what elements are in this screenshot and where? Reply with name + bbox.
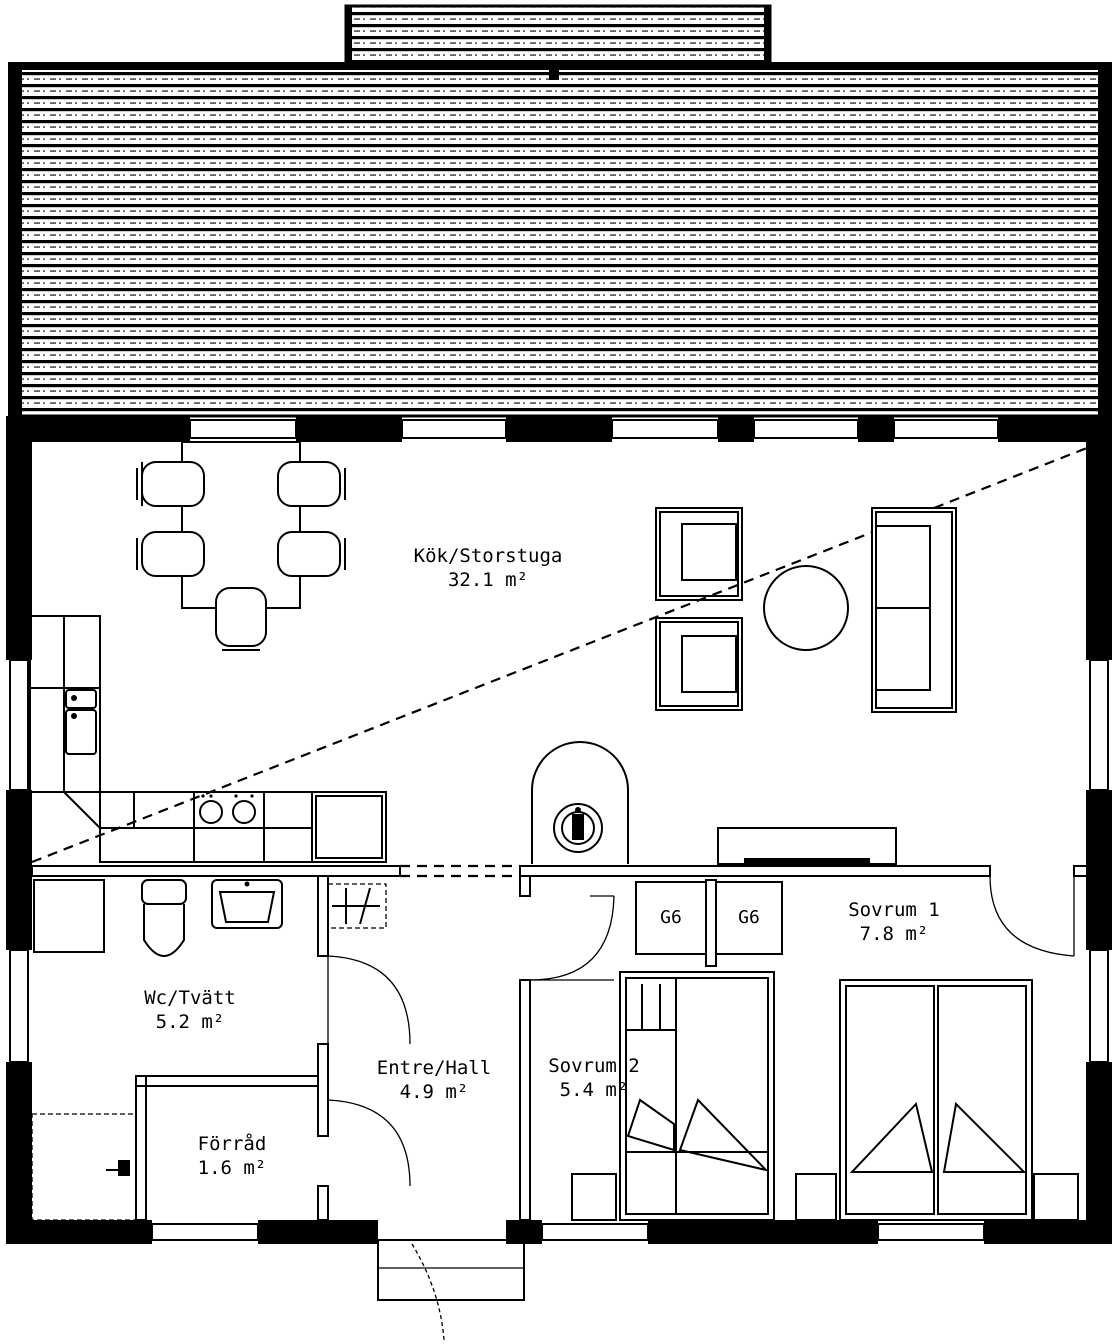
room-name: Sovrum 2 bbox=[548, 1055, 640, 1077]
room-label-sovrum-1: Sovrum 1 7.8 m² bbox=[848, 899, 940, 945]
chair-icon bbox=[277, 531, 346, 577]
shelf-icon bbox=[327, 883, 387, 929]
nightstand bbox=[1033, 1173, 1079, 1221]
room-area: 5.2 m² bbox=[156, 1011, 225, 1033]
room-label-sovrum-2: Sovrum 2 5.4 m² bbox=[548, 1055, 640, 1101]
room-label-entre: Entre/Hall 4.9 m² bbox=[377, 1057, 491, 1103]
bunk-bed-icon bbox=[619, 971, 775, 1221]
room-area: 4.9 m² bbox=[400, 1081, 469, 1103]
armchair-icon bbox=[655, 617, 743, 711]
washing-machine bbox=[33, 879, 105, 953]
chair-icon bbox=[277, 461, 346, 507]
chair-icon bbox=[215, 587, 267, 651]
chair-icon bbox=[136, 461, 205, 507]
wardrobe-label: G6 bbox=[660, 907, 682, 928]
room-area: 1.6 m² bbox=[198, 1157, 267, 1179]
fireplace-icon bbox=[531, 741, 629, 864]
room-name: Sovrum 1 bbox=[848, 899, 940, 921]
double-bed-icon bbox=[839, 979, 1033, 1221]
armchair-icon bbox=[655, 507, 743, 601]
sink-icon bbox=[65, 689, 97, 755]
room-name: Kök/Storstuga bbox=[414, 545, 563, 567]
room-name: Wc/Tvätt bbox=[144, 987, 236, 1009]
room-area: 7.8 m² bbox=[860, 923, 929, 945]
wardrobe-label: G6 bbox=[738, 907, 760, 928]
sofa-icon bbox=[871, 507, 957, 713]
washbasin-icon bbox=[211, 879, 283, 929]
dining-chairs bbox=[136, 461, 346, 651]
entrance-step bbox=[377, 1239, 525, 1341]
coffee-table bbox=[763, 565, 849, 651]
nightstand bbox=[571, 1173, 617, 1221]
tv-bench bbox=[717, 827, 897, 865]
room-label-forrad: Förråd 1.6 m² bbox=[198, 1132, 267, 1179]
exterior-walls bbox=[6, 416, 1112, 1244]
chair-icon bbox=[136, 531, 205, 577]
terrace-deck bbox=[8, 4, 1112, 418]
wardrobe-icon: G6 bbox=[715, 881, 783, 955]
kitchen-counter bbox=[29, 615, 387, 863]
door-swings bbox=[327, 875, 1075, 1187]
nightstand bbox=[795, 1173, 837, 1221]
room-label-wc: Wc/Tvätt 5.2 m² bbox=[144, 987, 236, 1033]
room-area: 32.1 m² bbox=[448, 569, 528, 591]
room-name: Förråd bbox=[198, 1132, 267, 1155]
stove-icon bbox=[199, 794, 256, 824]
toilet-icon bbox=[141, 879, 187, 957]
room-name: Entre/Hall bbox=[377, 1057, 491, 1079]
room-area: 5.4 m² bbox=[560, 1079, 629, 1101]
storage-shelf bbox=[31, 1113, 137, 1221]
wardrobe-icon: G6 bbox=[635, 881, 707, 955]
room-label-kok: Kök/Storstuga 32.1 m² bbox=[414, 545, 563, 591]
